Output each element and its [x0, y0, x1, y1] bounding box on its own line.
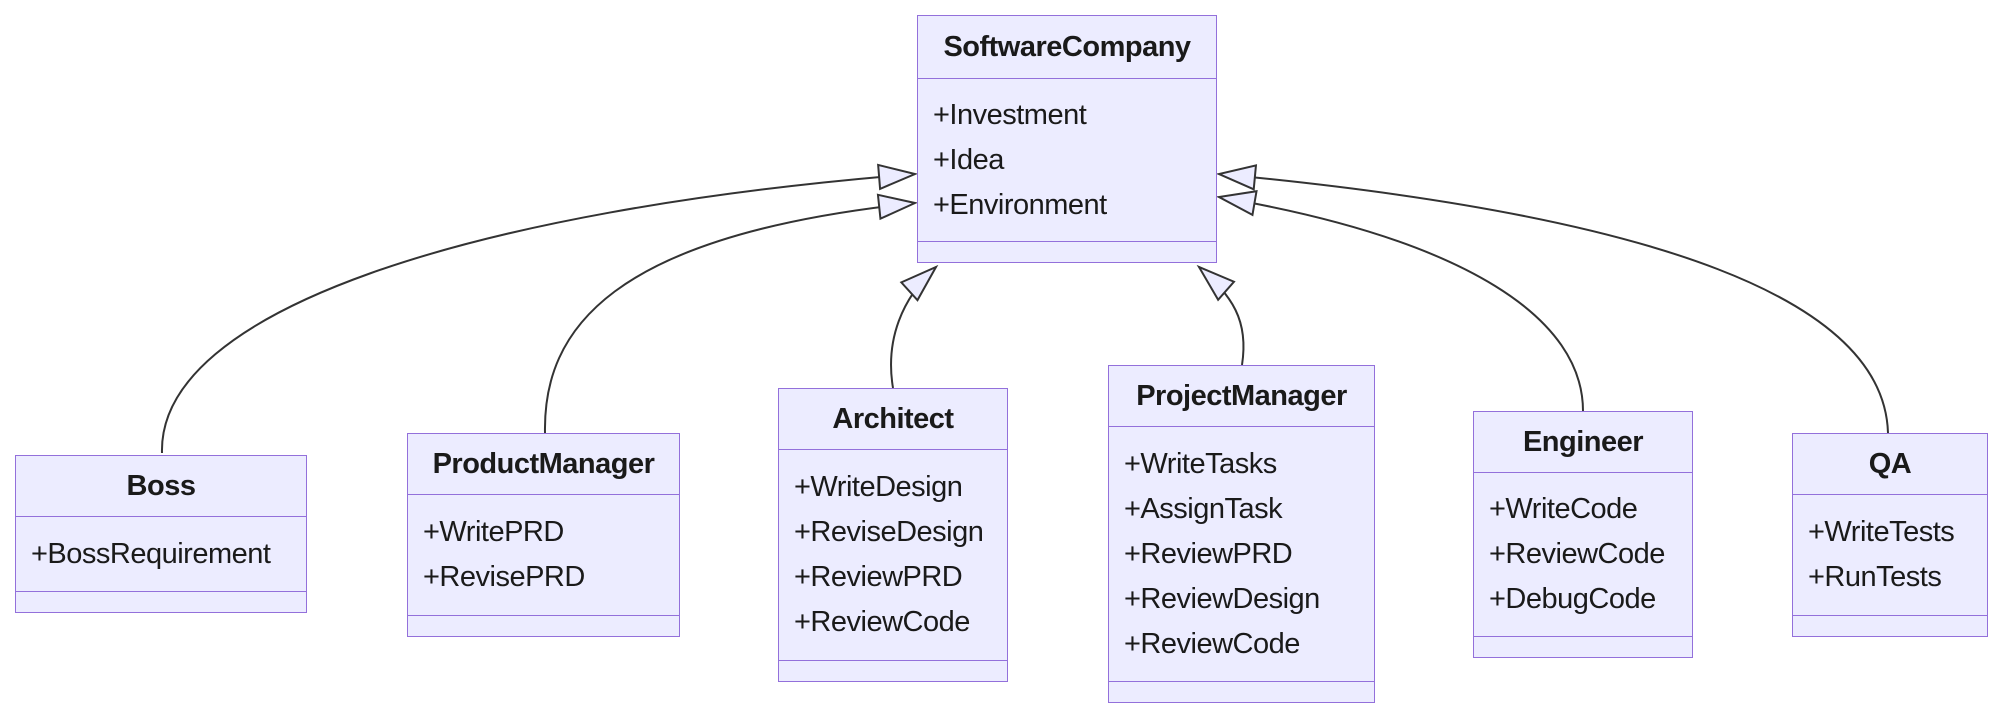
class-attribute: +ReviewDesign [1124, 582, 1320, 615]
class-boss: Boss +BossRequirement [15, 455, 307, 613]
class-attribute: +RunTests [1808, 561, 1942, 593]
edge-boss-inherits-softwarecompany [160, 163, 919, 454]
class-attributes: +Investment +Idea +Environment [918, 78, 1216, 241]
class-attribute: +ReviseDesign [794, 516, 984, 548]
class-projectmanager: ProjectManager +WriteTasks +AssignTask +… [1108, 365, 1375, 703]
class-attribute: +WriteDesign [794, 471, 963, 503]
class-title: ProductManager [432, 447, 655, 480]
class-title: Boss [126, 469, 196, 502]
class-engineer: Engineer +WriteCode +ReviewCode +DebugCo… [1473, 411, 1693, 658]
class-attributes: +WriteCode +ReviewCode +DebugCode [1474, 472, 1692, 636]
class-attribute: +WritePRD [423, 516, 564, 548]
class-methods-empty [16, 591, 306, 612]
class-attribute: +ReviewPRD [794, 561, 963, 593]
class-title: SoftwareCompany [943, 30, 1191, 63]
class-attributes: +WriteTasks +AssignTask +ReviewPRD +Revi… [1109, 426, 1374, 681]
class-methods-empty [1109, 681, 1374, 702]
class-title: ProjectManager [1136, 379, 1347, 412]
class-architect: Architect +WriteDesign +ReviseDesign +Re… [778, 388, 1008, 682]
class-attribute: +WriteTests [1808, 516, 1955, 548]
class-attribute: +WriteTasks [1124, 447, 1277, 480]
class-methods-empty [1793, 615, 1987, 636]
class-attributes: +WritePRD +RevisePRD [408, 494, 679, 615]
edge-engineer-inherits-softwarecompany [1215, 190, 1584, 412]
class-attribute: +Idea [933, 143, 1004, 176]
class-methods-empty [1474, 636, 1692, 657]
class-attribute: +AssignTask [1124, 492, 1283, 525]
class-softwarecompany: SoftwareCompany +Investment +Idea +Envir… [917, 15, 1217, 263]
class-attribute: +ReviewCode [1489, 538, 1665, 570]
class-attribute: +ReviewCode [1124, 627, 1300, 660]
class-attribute: +Investment [933, 98, 1087, 131]
class-methods-empty [408, 615, 679, 636]
class-methods-empty [918, 241, 1216, 262]
class-attribute: +DebugCode [1489, 583, 1656, 615]
class-title: Engineer [1522, 425, 1644, 458]
class-methods-empty [779, 660, 1007, 681]
class-attributes: +WriteDesign +ReviseDesign +ReviewPRD +R… [779, 449, 1007, 660]
class-qa: QA +WriteTests +RunTests [1792, 433, 1988, 637]
class-title: Architect [832, 402, 954, 435]
class-attributes: +BossRequirement [16, 516, 306, 591]
edge-architect-inherits-softwarecompany [890, 264, 939, 389]
class-attribute: +ReviewPRD [1124, 537, 1293, 570]
edge-productmanager-inherits-softwarecompany [543, 193, 919, 434]
class-attributes: +WriteTests +RunTests [1793, 494, 1987, 615]
class-title: QA [1868, 447, 1912, 480]
edge-qa-inherits-softwarecompany [1215, 164, 1889, 434]
class-productmanager: ProductManager +WritePRD +RevisePRD [407, 433, 680, 637]
edge-projectmanager-inherits-softwarecompany [1196, 264, 1245, 366]
class-attribute: +BossRequirement [31, 537, 271, 570]
class-attribute: +WriteCode [1489, 493, 1638, 525]
class-attribute: +RevisePRD [423, 561, 585, 593]
class-attribute: +Environment [933, 188, 1107, 221]
class-attribute: +ReviewCode [794, 606, 970, 638]
